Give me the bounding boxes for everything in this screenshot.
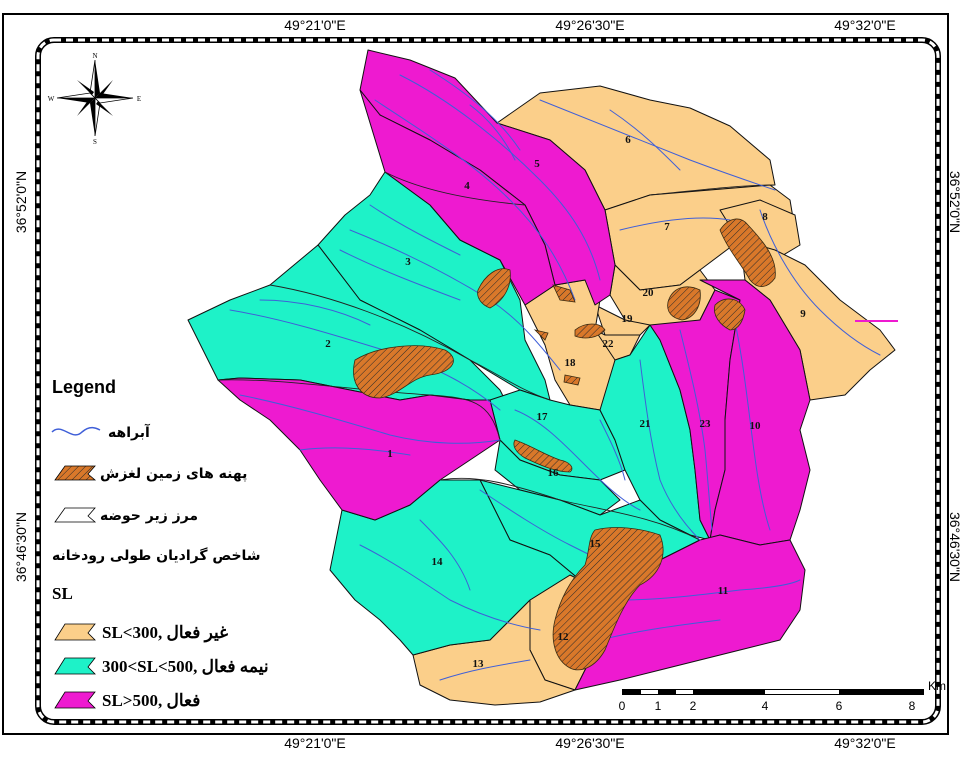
label-23: 23 xyxy=(700,418,712,430)
label-17: 17 xyxy=(537,411,549,423)
label-15: 15 xyxy=(590,538,602,550)
coord-left-1: 36°52'0"N xyxy=(13,171,29,233)
label-11: 11 xyxy=(718,585,728,597)
subbasin-4 xyxy=(359,89,556,306)
landslide-h xyxy=(713,298,746,331)
label-8: 8 xyxy=(762,211,768,223)
landslide-j xyxy=(513,439,573,473)
north-arrow-icon: N S E W xyxy=(48,52,141,146)
legend-sl-title: SL xyxy=(52,584,73,603)
boundary-legend-icon xyxy=(54,507,97,523)
label-20: 20 xyxy=(643,287,655,299)
legend: Legend آبراهه پهنه های زمین لغزش مرز زیر… xyxy=(51,377,269,710)
coord-top-1: 49°21'0"E xyxy=(284,17,346,33)
class-active-label: SL>500, فعال xyxy=(102,691,200,710)
west-label: W xyxy=(48,95,55,103)
label-6: 6 xyxy=(625,134,631,146)
landslide-e xyxy=(533,329,549,341)
scale-tick-8: 8 xyxy=(909,699,916,713)
scale-tick-6: 6 xyxy=(836,699,843,713)
landslide-k xyxy=(552,527,664,671)
class-active-swatch xyxy=(54,691,96,709)
scale-tick-0: 0 xyxy=(619,699,626,713)
label-13: 13 xyxy=(473,658,485,670)
class-inactive-label: SL<300, غیر فعال xyxy=(102,623,228,643)
label-1: 1 xyxy=(387,448,393,460)
label-12: 12 xyxy=(558,631,570,643)
coord-left-2: 36°46'30"N xyxy=(13,512,29,582)
scale-tick-1: 1 xyxy=(655,699,662,713)
label-16: 16 xyxy=(548,467,560,479)
legend-boundary-label: مرز زیر حوضه xyxy=(100,508,198,524)
south-label: S xyxy=(93,138,97,146)
scale-bar: 0 1 2 4 6 8 Km xyxy=(619,679,946,713)
coord-bottom-1: 49°21'0"E xyxy=(284,735,346,751)
label-14: 14 xyxy=(432,556,444,568)
landslide-zones xyxy=(353,218,776,671)
coord-right-2: 36°46'30"N xyxy=(947,512,961,582)
landslide-g xyxy=(667,286,701,321)
landslide-a xyxy=(353,345,454,399)
east-label: E xyxy=(137,95,141,103)
scale-tick-2: 2 xyxy=(690,699,697,713)
coord-top-3: 49°32'0"E xyxy=(834,17,896,33)
legend-index-title: شاخص گرادیان طولی رودخانه xyxy=(52,547,261,564)
legend-stream-label: آبراهه xyxy=(108,423,151,441)
label-4: 4 xyxy=(464,180,470,192)
landslide-d xyxy=(574,323,606,339)
landslide-f xyxy=(563,374,581,386)
scale-tick-4: 4 xyxy=(762,699,769,713)
class-semi-label: 300<SL<500, نیمه فعال xyxy=(102,657,269,676)
label-9: 9 xyxy=(800,308,806,320)
landslide-i xyxy=(719,218,776,287)
coord-top-2: 49°26'30"E xyxy=(555,17,624,33)
label-22: 22 xyxy=(603,338,615,350)
label-19: 19 xyxy=(622,313,634,325)
landslide-b xyxy=(477,268,511,309)
label-5: 5 xyxy=(534,158,540,170)
subbasin-16 xyxy=(494,439,621,516)
landslide-legend-icon xyxy=(54,465,97,481)
label-10: 10 xyxy=(750,420,762,432)
label-7: 7 xyxy=(664,221,670,233)
landslide-c xyxy=(552,284,576,303)
coord-right-1: 36°52'0"N xyxy=(947,171,961,233)
label-21: 21 xyxy=(640,418,651,430)
legend-title: Legend xyxy=(52,377,116,397)
legend-landslide-label: پهنه های زمین لغزش xyxy=(100,466,247,482)
neat-line-dash xyxy=(36,38,940,724)
label-18: 18 xyxy=(565,357,577,369)
coord-bottom-3: 49°32'0"E xyxy=(834,735,896,751)
class-semi-swatch xyxy=(54,657,96,675)
label-3: 3 xyxy=(405,256,411,268)
scale-unit: Km xyxy=(928,679,946,693)
north-label: N xyxy=(92,52,97,60)
label-2: 2 xyxy=(325,338,331,350)
class-inactive-swatch xyxy=(54,623,96,641)
stream-network xyxy=(229,69,881,681)
coord-bottom-2: 49°26'30"E xyxy=(555,735,624,751)
subbasin-boundaries xyxy=(217,171,776,541)
stream-legend-icon xyxy=(51,426,101,436)
